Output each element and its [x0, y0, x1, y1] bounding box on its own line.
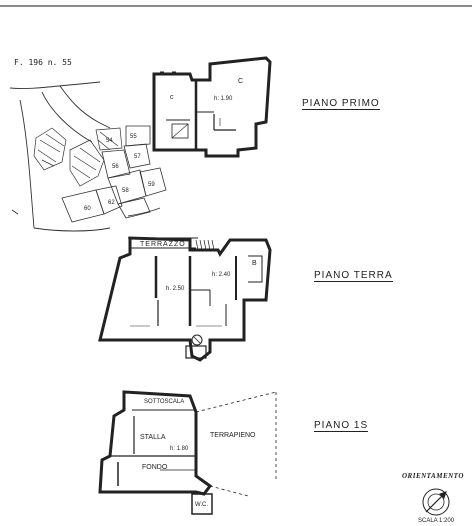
plan-title-s1: PIANO 1S [314, 420, 369, 432]
terrace-label: TERRAZZO [140, 241, 186, 248]
embankment-label: TERRAPIENO [210, 432, 256, 439]
plan-title-terra: PIANO TERRA [314, 270, 393, 282]
room-label: FONDO [142, 464, 168, 471]
room-height: h: 1.90 [214, 96, 233, 102]
scale-label: SCALA 1:200 [418, 518, 455, 524]
plan-title-primo: PIANO PRIMO [302, 98, 380, 110]
room-label: c [170, 94, 174, 101]
parcel-number: 55 [130, 134, 137, 140]
sheet-reference: F. 196 n. 55 [14, 58, 72, 67]
parcel-number: 54 [106, 138, 113, 144]
parcel-number: 57 [134, 154, 141, 160]
understairs-label: SOTTOSCALA [144, 399, 185, 405]
parcel-number: 60 [84, 206, 91, 212]
wc-label: W.C. [195, 502, 208, 508]
north-arrow-icon [422, 488, 450, 516]
room-height: h: 2.40 [212, 272, 231, 278]
room-label: STALLA [140, 434, 166, 441]
parcel-number: 59 [148, 182, 155, 188]
plan-piano-terra [98, 236, 272, 362]
plan-piano-s1 [98, 390, 277, 515]
orientation-label: ORIENTAMENTO [402, 472, 464, 480]
room-label: B [252, 260, 257, 267]
parcel-number: 62 [108, 200, 115, 206]
parcel-number: 56 [112, 164, 119, 170]
plan-piano-primo [152, 56, 272, 158]
parcel-number: 58 [122, 188, 129, 194]
room-height: h: 1.80 [170, 446, 189, 452]
room-height: h. 2.50 [166, 286, 185, 292]
room-label: C [238, 78, 244, 85]
site-map [9, 81, 167, 232]
